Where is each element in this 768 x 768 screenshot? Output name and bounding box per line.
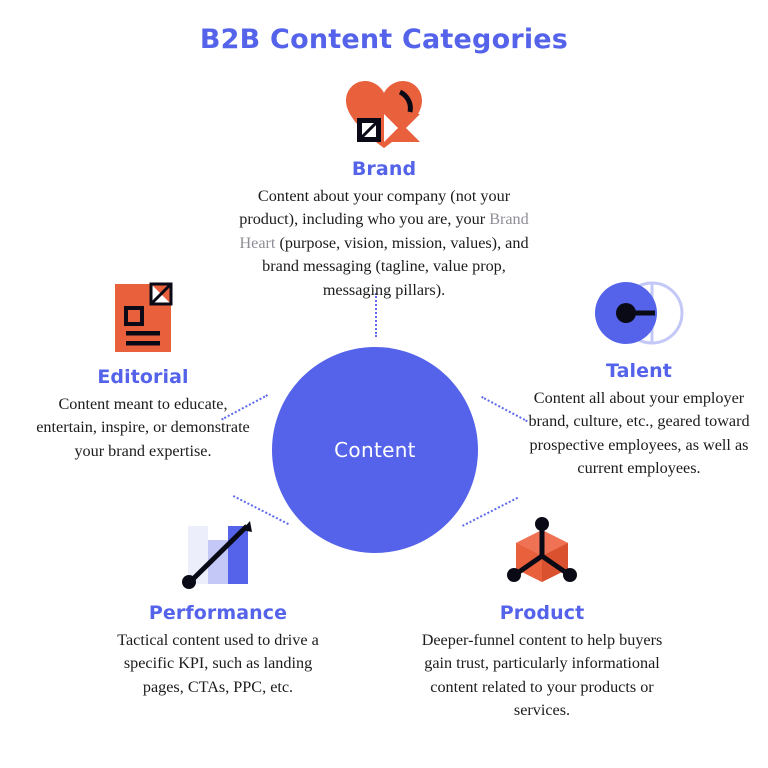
category-editorial: Editorial Content meant to educate, ente…	[27, 278, 259, 463]
overlapping-circles-icon	[595, 281, 684, 345]
brand-desc-part2: (purpose, vision, mission, values), and …	[262, 233, 529, 299]
bar-chart-arrow-icon	[182, 521, 252, 589]
category-brand: Brand Content about your company (not yo…	[239, 78, 529, 302]
category-desc-editorial: Content meant to educate, entertain, ins…	[36, 395, 250, 460]
heart-icon	[346, 81, 422, 148]
category-desc-product: Deeper-funnel content to help buyers gai…	[421, 631, 663, 720]
product-icon-wrap	[420, 512, 664, 594]
category-performance: Performance Tactical content used to dri…	[110, 512, 326, 699]
center-hub: Content	[272, 347, 478, 553]
talent-icon-wrap	[527, 278, 751, 352]
category-title-performance: Performance	[148, 602, 288, 624]
connector-ray-talent	[481, 396, 528, 423]
cube-nodes-icon	[507, 517, 577, 582]
category-desc-brand: Content about your company (not your pro…	[239, 185, 529, 302]
category-talent: Talent Content all about your employer b…	[527, 278, 751, 481]
performance-icon-wrap	[110, 512, 326, 594]
page-title: B2B Content Categories	[199, 24, 569, 55]
category-title-editorial: Editorial	[97, 366, 189, 388]
category-desc-performance: Tactical content used to drive a specifi…	[117, 631, 319, 696]
category-title-talent: Talent	[606, 360, 672, 382]
brand-desc-part1: Content about your company (not your pro…	[239, 187, 511, 229]
category-product: Product Deeper-funnel content to help bu…	[420, 512, 664, 723]
center-hub-label: Content	[334, 438, 416, 462]
document-icon	[115, 282, 173, 352]
brand-heart-link[interactable]: Brand Heart	[239, 210, 529, 252]
category-title-brand: Brand	[351, 158, 417, 180]
brand-icon-wrap	[239, 78, 529, 150]
category-title-product: Product	[499, 602, 585, 624]
editorial-icon-wrap	[27, 278, 259, 358]
category-desc-talent: Content all about your employer brand, c…	[528, 389, 750, 478]
